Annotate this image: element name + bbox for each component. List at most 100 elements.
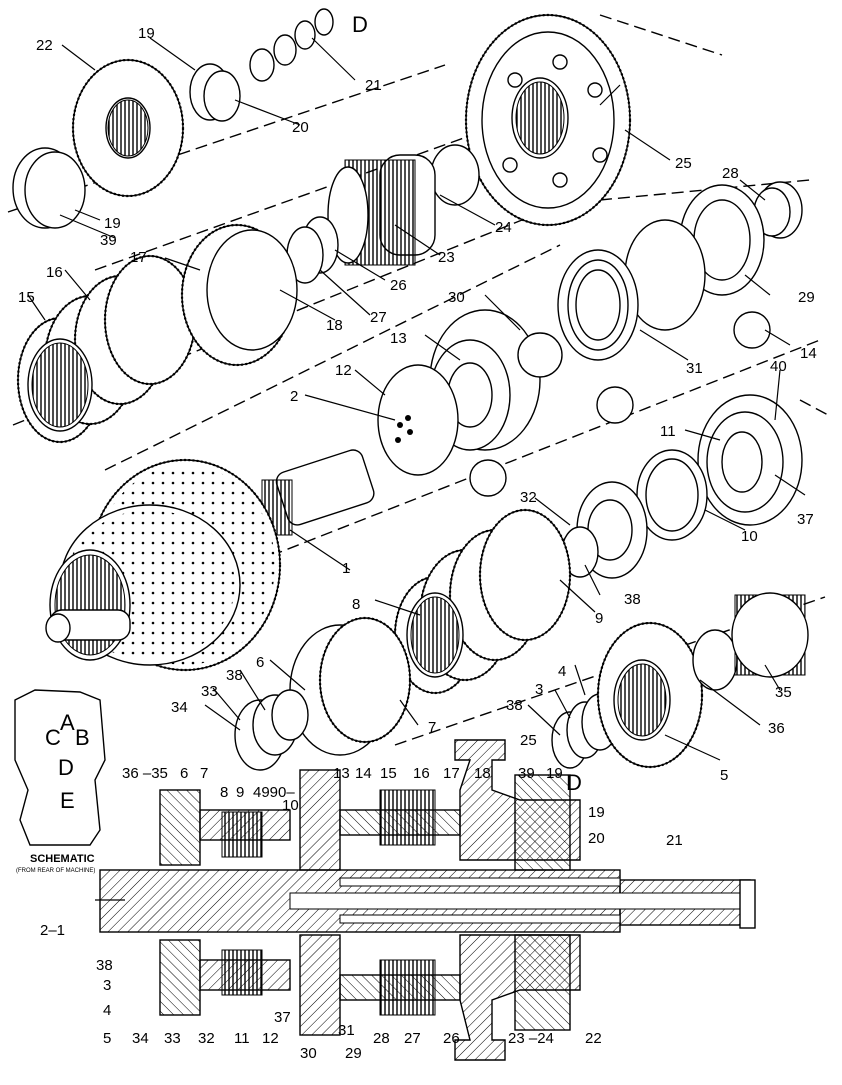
label-18: 18 [326,317,343,334]
hub-35-36 [692,592,809,691]
sec-label-10: 10 [282,797,299,814]
sec-label-6: 6 [180,765,188,782]
sec-label-13: 13 [333,765,350,782]
sec-label-21: 21 [666,832,683,849]
plate-12 [377,364,459,476]
label-30: 30 [448,289,465,306]
label-19-top: 19 [138,25,155,42]
label-37: 37 [797,511,814,528]
sec-label-19a: 19 [546,765,563,782]
sec-label-9: 9 [236,784,244,801]
detail-12 [469,459,507,497]
sec-label-36-35: 36 –35 [122,765,168,782]
sec-label-27: 27 [404,1030,421,1047]
sec-label-4: 4 [103,1002,111,1019]
rings-33-34-38 [234,689,309,771]
sec-label-31: 31 [338,1022,355,1039]
label-d-bottom: D [566,770,582,795]
sec-label-25: 25 [520,732,537,749]
gear-5 [596,621,704,769]
label-22: 22 [36,37,53,54]
rings-26-27 [286,216,339,284]
label-d-top: D [352,12,368,37]
main-shaft-1 [45,449,375,672]
sec-label-17: 17 [443,765,460,782]
label-40: 40 [770,358,787,375]
sec-label-2-1: 2–1 [40,922,65,939]
detail-14 [733,311,771,349]
sec-label-32: 32 [198,1030,215,1047]
gear-25 [464,13,632,227]
label-13: 13 [390,330,407,347]
label-15: 15 [18,289,35,306]
clutch-pack-8-9 [393,508,572,695]
sec-label-7: 7 [200,765,208,782]
sec-label-5: 5 [103,1030,111,1047]
clutch-pack-15-16 [16,254,197,444]
ring-6-7 [289,616,412,756]
sec-label-28: 28 [373,1030,390,1047]
label-21-top: 21 [365,77,382,94]
rings-21 [249,8,334,82]
sec-label-37: 37 [274,1009,291,1026]
label-17: 17 [130,249,147,266]
label-11: 11 [660,423,676,440]
label-1: 1 [342,560,350,577]
sec-label-4990: 4990– [253,784,295,801]
sec-label-26: 26 [443,1030,460,1047]
label-4: 4 [558,663,566,680]
sec-label-11: 11 [234,1030,250,1047]
snap-ring-19-top [189,63,241,122]
sec-label-23-24: 23 –24 [508,1030,554,1047]
schematic-a: A [60,710,75,735]
sec-label-16: 16 [413,765,430,782]
sec-label-29: 29 [345,1045,362,1062]
label-14: 14 [800,345,817,362]
leader-lines [27,37,806,761]
gear-22 [71,58,185,198]
label-12: 12 [335,362,352,379]
sec-label-12: 12 [262,1030,279,1047]
hub-23-24 [327,144,480,266]
label-24: 24 [495,219,512,236]
label-38-left: 38 [226,667,243,684]
schematic-d: D [58,755,74,780]
label-36: 36 [768,720,785,737]
schematic-title: SCHEMATIC [30,853,95,865]
label-28: 28 [722,165,739,182]
label-20-top: 20 [292,119,309,136]
label-2: 2 [290,388,298,405]
sec-label-14: 14 [355,765,372,782]
plate-32-38 [561,481,648,579]
label-38-right: 38 [506,697,523,714]
sec-label-22: 22 [585,1030,602,1047]
sec-label-18: 18 [474,765,491,782]
label-32: 32 [520,489,537,506]
label-25-top: 25 [675,155,692,172]
sec-label-20: 20 [588,830,605,847]
schematic-b: B [75,725,90,750]
schematic-subtitle: (FROM REAR OF MACHINE) [16,868,95,874]
label-7: 7 [428,719,436,736]
label-27: 27 [370,309,387,326]
sec-label-38: 38 [96,957,113,974]
sec-label-15: 15 [380,765,397,782]
sec-label-3: 3 [103,977,111,994]
seal-30 [517,332,563,378]
sec-label-33: 33 [164,1030,181,1047]
label-19-mid: 19 [104,215,121,232]
sec-label-8: 8 [220,784,228,801]
label-8: 8 [352,596,360,613]
label-31: 31 [686,360,703,377]
label-29: 29 [798,289,815,306]
sec-label-30: 30 [300,1045,317,1062]
sec-label-34: 34 [132,1030,149,1047]
rings-19-39 [12,147,86,229]
detail-31 [596,386,634,424]
label-3: 3 [535,681,543,698]
label-38-mid: 38 [624,591,641,608]
schematic-c: C [45,725,61,750]
label-16: 16 [46,264,63,281]
label-23: 23 [438,249,455,266]
